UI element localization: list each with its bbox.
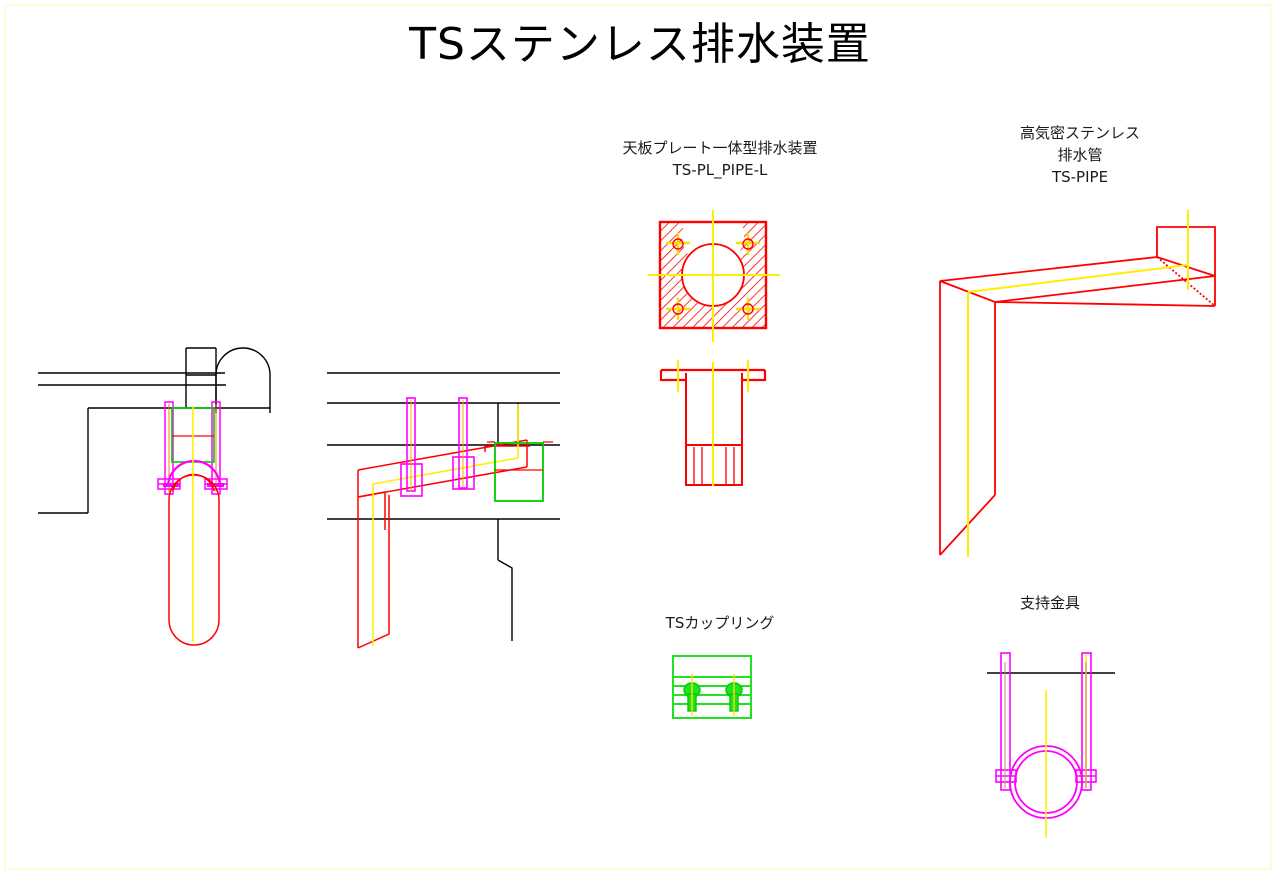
plate-corner-bolt-marks (666, 233, 760, 320)
middle-sloped-pipe-red (357, 439, 530, 649)
coupling-bolt-centerlines (691, 674, 735, 716)
page-title: TSステンレス排水装置 (409, 19, 871, 70)
coupling-body-green (672, 655, 752, 719)
middle-hanger-rods (400, 397, 475, 497)
caption-pl-pipe-line-2: TS-PL_PIPE-L (672, 161, 768, 179)
bracket-pipe-clamp-ring (1009, 745, 1083, 819)
plate-outline-red (658, 220, 768, 330)
caption-ts-coupling-line-1: TSカップリング (665, 614, 775, 632)
plate-elevation-view (659, 360, 767, 486)
left-drain-pipe-red (168, 473, 220, 646)
caption-pl-pipe-line-1: 天板プレート一体型排水装置 (622, 139, 818, 157)
left-rod-cores (168, 404, 217, 492)
plate-corner-bolt-red (672, 238, 754, 315)
left-hanger-rods (157, 401, 228, 495)
support-bracket-elevation (987, 652, 1115, 838)
left-clamp-band (166, 459, 222, 488)
bracket-hanger-rods (995, 652, 1097, 791)
caption-ts-pipe-line-3: TS-PIPE (1051, 168, 1109, 186)
middle-centerline-yellow (372, 404, 519, 645)
middle-coupling-green (494, 442, 544, 502)
plate-elev-inner-lines (693, 447, 735, 485)
caption-ts-pipe-line-2: 排水管 (1057, 146, 1103, 164)
plate-elev-body (685, 373, 743, 486)
plate-elev-centerlines-yellow (677, 360, 749, 486)
middle-coupling-red-detail (487, 441, 553, 471)
assembly-section-left (38, 347, 271, 646)
caption-pl-pipe: 天板プレート一体型排水装置 TS-PL_PIPE-L (595, 137, 845, 181)
left-structure-black-lines (38, 347, 271, 514)
bracket-rod-cores (1004, 662, 1087, 788)
left-coupling-green (171, 407, 215, 463)
caption-ts-pipe: 高気密ステンレス 排水管 TS-PIPE (975, 122, 1185, 188)
caption-ts-pipe-line-1: 高気密ステンレス (1019, 124, 1140, 142)
coupling-bolt-heads (683, 682, 743, 712)
caption-ts-coupling: TSカップリング (620, 612, 820, 634)
bracket-centerline-yellow (1045, 655, 1087, 838)
plate-bore-circle (681, 243, 745, 307)
pipe-iso-outline-red (939, 226, 1216, 556)
coupling-elevation (672, 655, 752, 719)
plate-centerlines-yellow (648, 210, 780, 342)
plate-elev-flange (659, 368, 767, 382)
assembly-section-middle (327, 372, 560, 649)
caption-support-bracket: 支持金具 (985, 592, 1115, 614)
middle-structure-black-lines (327, 372, 560, 641)
pipe-isometric (939, 210, 1216, 557)
plate-hatch-fill (660, 222, 766, 328)
plate-plan-view (648, 210, 780, 342)
pipe-iso-centerlines-yellow (967, 210, 1189, 557)
middle-rod-cores (410, 400, 464, 492)
caption-support-bracket-line-1: 支持金具 (1019, 594, 1080, 612)
